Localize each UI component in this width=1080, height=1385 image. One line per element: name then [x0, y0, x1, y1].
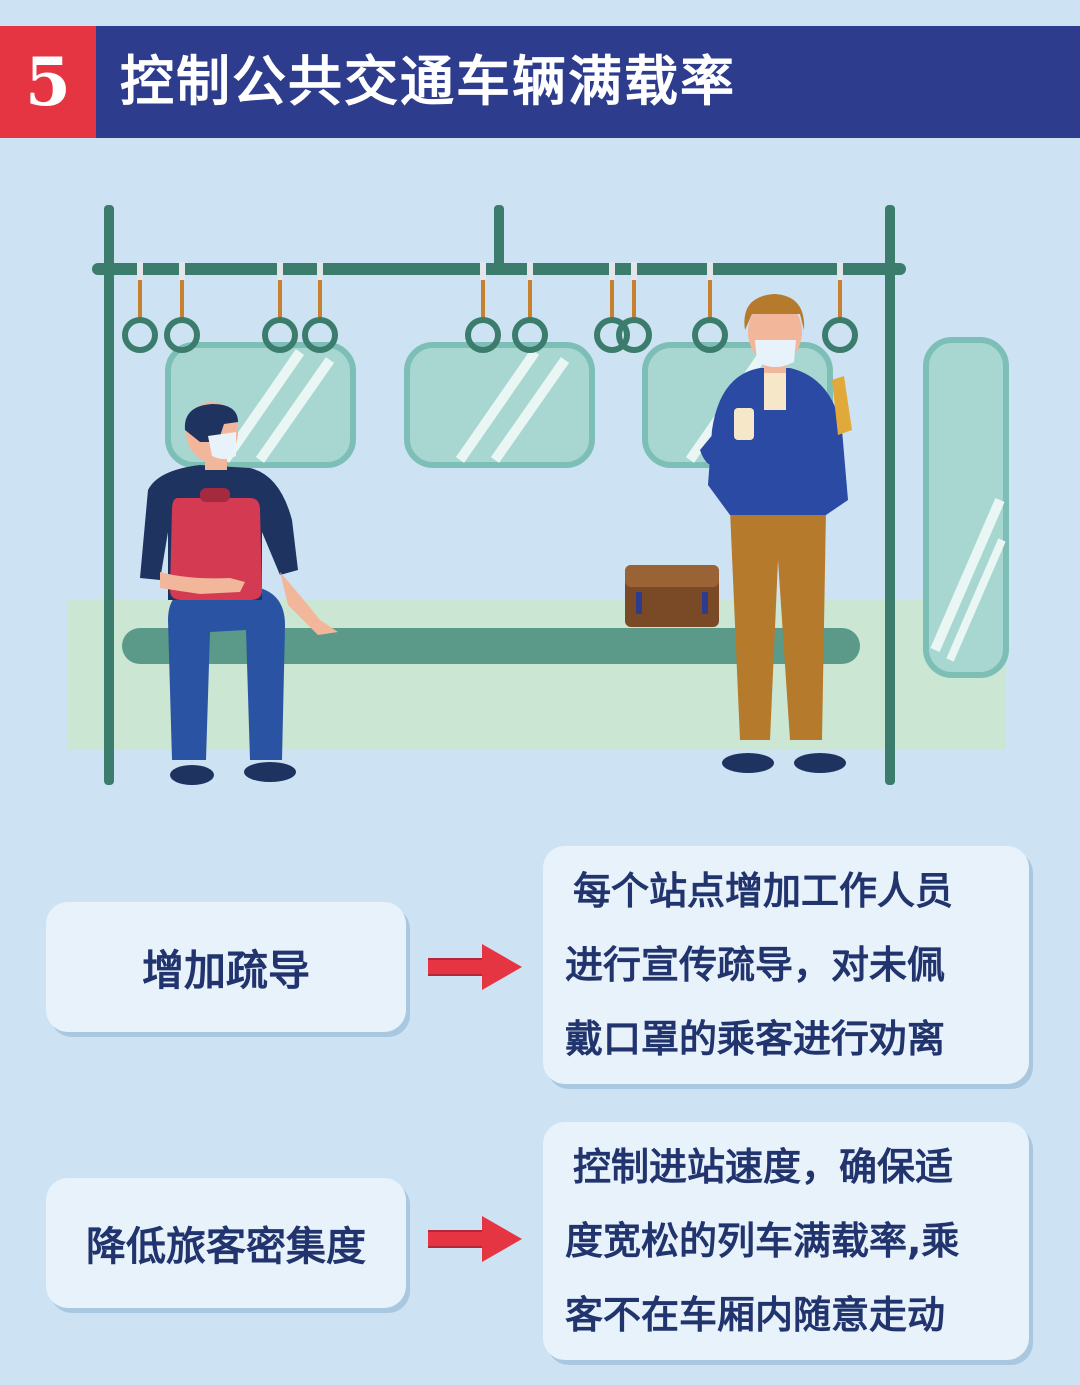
bench	[122, 628, 860, 664]
header-banner: 5 控制公共交通车辆满载率	[0, 26, 1080, 138]
description-line: 戴口罩的乘客进行劝离	[565, 1017, 946, 1061]
description-line: 客不在车厢内随意走动	[565, 1293, 946, 1337]
measure-description-1: 每个站点增加工作人员 进行宣传疏导，对未佩 戴口罩的乘客进行劝离	[543, 846, 1029, 1084]
seated-passenger	[140, 402, 338, 785]
subway-car-illustration	[68, 205, 1009, 785]
description-line: 度宽松的列车满载率,乘	[565, 1219, 960, 1263]
measure-label-2: 降低旅客密集度	[46, 1178, 406, 1308]
measure-description-2: 控制进站速度，确保适 度宽松的列车满载率,乘 客不在车厢内随意走动	[543, 1122, 1029, 1360]
standing-passenger	[700, 294, 852, 773]
description-line: 控制进站速度，确保适	[573, 1145, 954, 1189]
briefcase-icon	[625, 565, 719, 627]
measure-label-2-text: 降低旅客密集度	[86, 1224, 366, 1270]
arrow-icon	[428, 1216, 522, 1262]
door	[923, 337, 1009, 678]
handrail-poles	[92, 205, 906, 785]
arrow-icon	[428, 944, 522, 990]
section-number: 5	[0, 26, 96, 138]
description-line: 进行宣传疏导，对未佩	[565, 943, 946, 987]
page-title: 控制公共交通车辆满载率	[120, 50, 736, 113]
hand-straps	[122, 262, 858, 353]
description-line: 每个站点增加工作人员	[573, 869, 954, 913]
window-2	[404, 342, 595, 468]
measure-label-1: 增加疏导	[46, 902, 406, 1032]
measure-label-1-text: 增加疏导	[141, 945, 310, 995]
